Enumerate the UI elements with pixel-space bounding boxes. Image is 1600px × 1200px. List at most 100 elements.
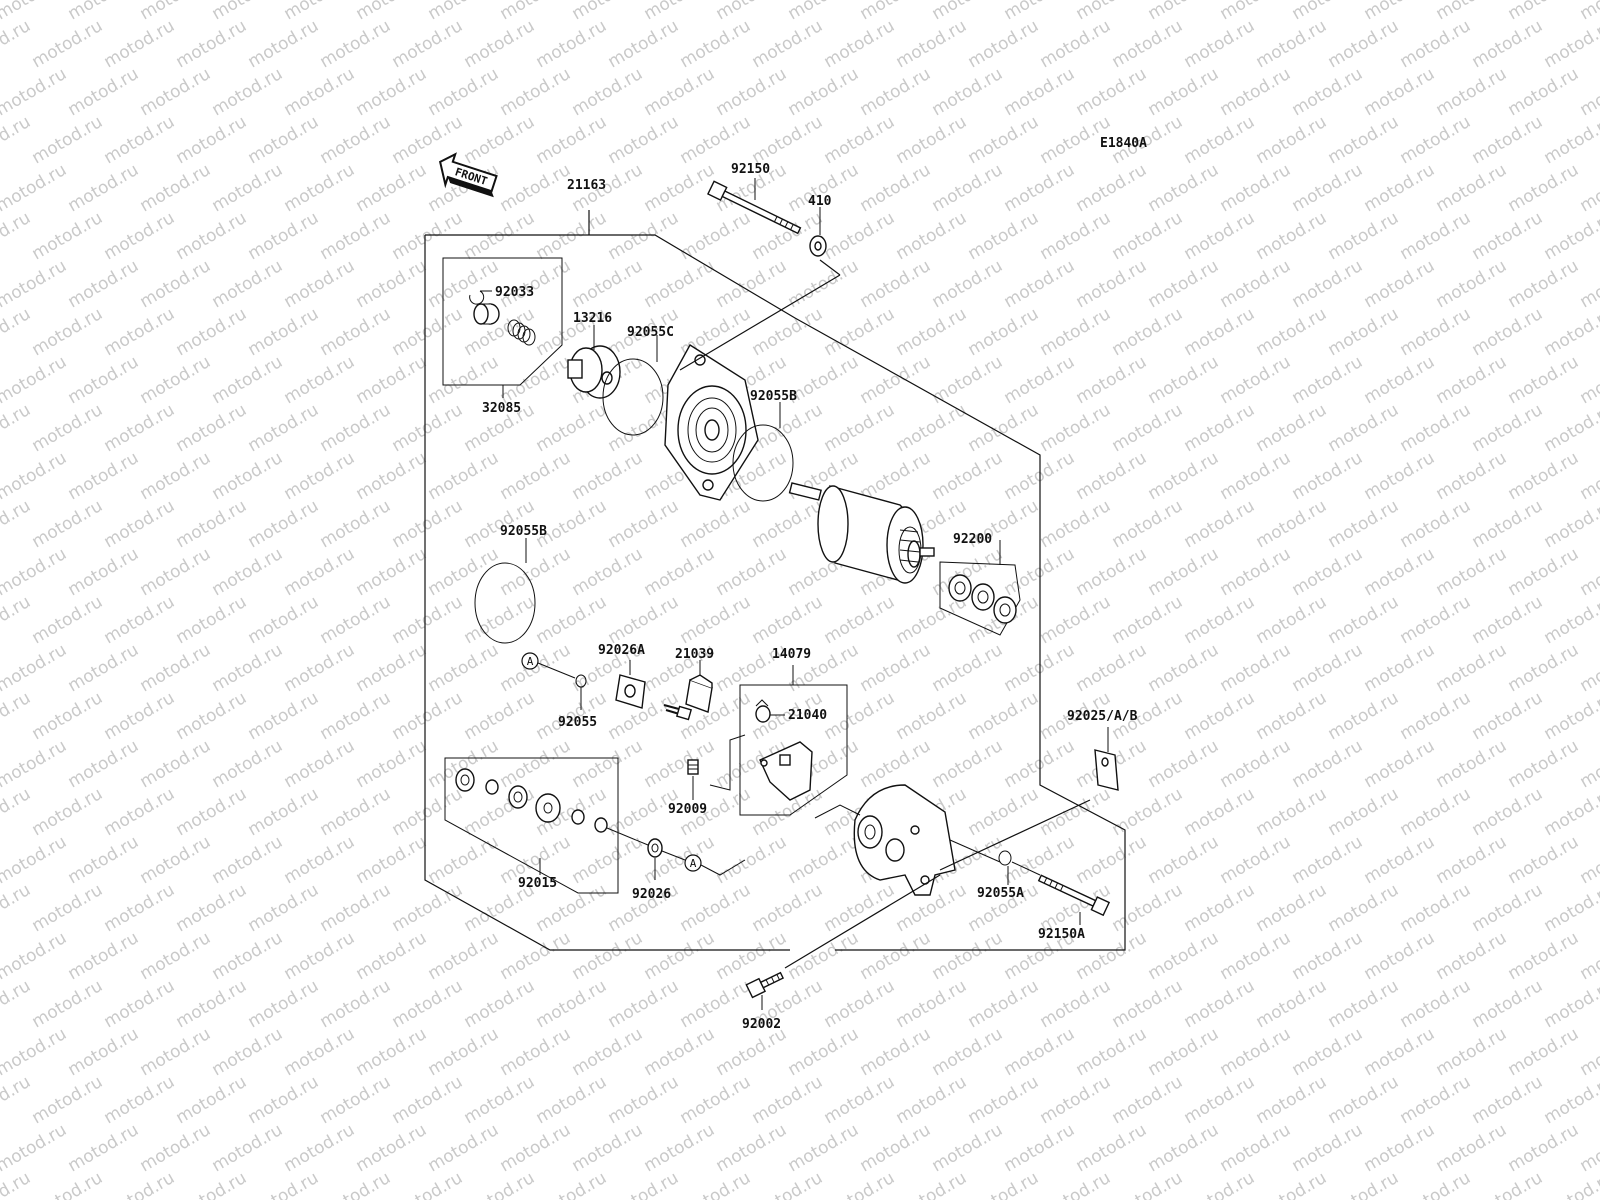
watermark-text: motod.ru [569, 832, 647, 888]
watermark-text: motod.ru [0, 1024, 70, 1080]
watermark-text: motod.ru [1541, 400, 1600, 456]
watermark-text: motod.ru [1361, 1024, 1439, 1080]
watermark-text: motod.ru [893, 112, 971, 168]
watermark-text: motod.ru [1217, 352, 1295, 408]
watermark-text: motod.ru [1541, 496, 1600, 552]
watermark-text: motod.ru [1001, 0, 1079, 24]
watermark-text: motod.ru [0, 208, 34, 264]
watermark-text: motod.ru [1541, 784, 1600, 840]
washer-set-92200 [948, 574, 1017, 624]
watermark-text: motod.ru [0, 832, 70, 888]
watermark-text: motod.ru [1397, 496, 1475, 552]
label-92055: 92055 [558, 715, 597, 730]
watermark-text: motod.ru [1505, 64, 1583, 120]
watermark-text: motod.ru [1289, 1120, 1367, 1176]
watermark-text: motod.ru [173, 592, 251, 648]
watermark-text: motod.ru [641, 544, 719, 600]
watermark-text: motod.ru [785, 256, 863, 312]
watermark-text: motod.ru [533, 1168, 611, 1200]
diagram-code: E1840A [1100, 136, 1147, 151]
watermark-text: motod.ru [101, 784, 179, 840]
watermark-text: motod.ru [1325, 16, 1403, 72]
watermark-text: motod.ru [1289, 352, 1367, 408]
watermark-text: motod.ru [353, 832, 431, 888]
watermark-text: motod.ru [497, 736, 575, 792]
watermark-text: motod.ru [101, 880, 179, 936]
watermark-text: motod.ru [209, 352, 287, 408]
watermark-text: motod.ru [1433, 352, 1511, 408]
watermark-text: motod.ru [1397, 16, 1475, 72]
watermark-text: motod.ru [0, 64, 70, 120]
watermark-text: motod.ru [209, 736, 287, 792]
watermark-text: motod.ru [965, 1072, 1043, 1128]
watermark-text: motod.ru [425, 64, 503, 120]
watermark-text: motod.ru [893, 16, 971, 72]
watermark-text: motod.ru [1145, 1024, 1223, 1080]
watermark-text: motod.ru [1217, 832, 1295, 888]
label-92033: 92033 [495, 285, 534, 300]
watermark-text: motod.ru [929, 448, 1007, 504]
watermark-text: motod.ru [1361, 736, 1439, 792]
watermark-text: motod.ru [1361, 640, 1439, 696]
watermark-text: motod.ru [1469, 976, 1547, 1032]
watermark-text: motod.ru [29, 784, 107, 840]
watermark-text: motod.ru [1001, 1120, 1079, 1176]
watermark-text: motod.ru [1109, 304, 1187, 360]
watermark-text: motod.ru [1289, 928, 1367, 984]
watermark-text: motod.ru [1361, 928, 1439, 984]
watermark-text: motod.ru [965, 112, 1043, 168]
watermark-text: motod.ru [389, 208, 467, 264]
watermark-text: motod.ru [389, 592, 467, 648]
watermark-text: motod.ru [1037, 784, 1115, 840]
watermark-text: motod.ru [1001, 544, 1079, 600]
watermark-text: motod.ru [677, 208, 755, 264]
watermark-text: motod.ru [713, 256, 791, 312]
watermark-text: motod.ru [1073, 544, 1151, 600]
watermark-text: motod.ru [1253, 1072, 1331, 1128]
watermark-text: motod.ru [1433, 256, 1511, 312]
watermark-text: motod.ru [533, 400, 611, 456]
watermark-text: motod.ru [857, 256, 935, 312]
watermark-text: motod.ru [1325, 304, 1403, 360]
watermark-text: motod.ru [353, 448, 431, 504]
watermark-text: motod.ru [173, 208, 251, 264]
watermark-text: motod.ru [1217, 448, 1295, 504]
watermark-text: motod.ru [389, 880, 467, 936]
watermark-text: motod.ru [29, 880, 107, 936]
watermark-text: motod.ru [749, 1168, 827, 1200]
watermark-text: motod.ru [1037, 400, 1115, 456]
watermark-text: motod.ru [461, 16, 539, 72]
watermark-text: motod.ru [713, 1120, 791, 1176]
watermark-text: motod.ru [929, 0, 1007, 24]
watermark-text: motod.ru [65, 832, 143, 888]
watermark-text: motod.ru [1253, 208, 1331, 264]
watermark-text: motod.ru [137, 1120, 215, 1176]
brush-21040 [755, 699, 771, 723]
label-92055B-lower: 92055B [500, 524, 547, 539]
watermark-text: motod.ru [1145, 160, 1223, 216]
watermark-text: motod.ru [1073, 1024, 1151, 1080]
watermark-text: motod.ru [965, 400, 1043, 456]
watermark-text: motod.ru [353, 640, 431, 696]
label-21039: 21039 [675, 647, 714, 662]
watermark-text: motod.ru [173, 976, 251, 1032]
watermark-text: motod.ru [1181, 208, 1259, 264]
watermark-text: motod.ru [281, 832, 359, 888]
watermark-text: motod.ru [1325, 400, 1403, 456]
watermark-text: motod.ru [65, 352, 143, 408]
watermark-text: motod.ru [101, 16, 179, 72]
watermark-text: motod.ru [1541, 112, 1600, 168]
washer-set-92015 [455, 768, 608, 833]
watermark-text: motod.ru [1505, 352, 1583, 408]
watermark-text: motod.ru [893, 976, 971, 1032]
watermark-text: motod.ru [821, 400, 899, 456]
watermark-text: motod.ru [1217, 928, 1295, 984]
watermark-text: motod.ru [1001, 448, 1079, 504]
watermark-text: motod.ru [1325, 496, 1403, 552]
watermark-text: motod.ru [713, 64, 791, 120]
watermark-text: motod.ru [1037, 208, 1115, 264]
watermark-text: motod.ru [605, 112, 683, 168]
watermark-text: motod.ru [1001, 736, 1079, 792]
watermark-text: motod.ru [245, 496, 323, 552]
